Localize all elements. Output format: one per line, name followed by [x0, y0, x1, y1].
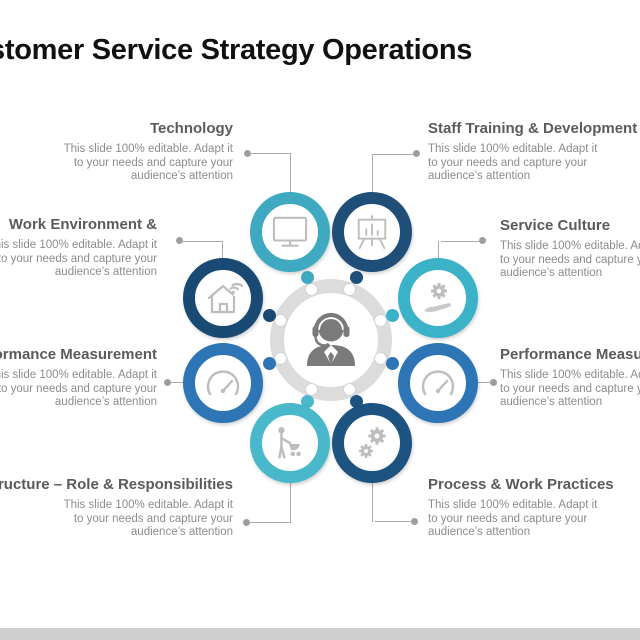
connector-line [438, 241, 439, 259]
customer-support-agent-icon [307, 311, 355, 366]
item-title-staff-training: Staff Training & Development [428, 120, 638, 137]
connector-dot [479, 237, 486, 244]
item-description: This slide 100% editable. Adapt it to yo… [0, 239, 157, 278]
connector-line [372, 154, 373, 192]
ring-bead [343, 283, 356, 296]
smart-home-icon [207, 283, 243, 314]
connector-line [375, 521, 412, 522]
connector-dot [411, 518, 418, 525]
item-description: This slide 100% editable. Adapt it to yo… [428, 143, 598, 182]
connector-dot [243, 519, 250, 526]
connector-line [183, 241, 222, 242]
gauge-icon [206, 370, 240, 396]
spoke-dot-technology [301, 271, 314, 284]
spoke-dot-service-culture [386, 309, 399, 322]
label-block-structure: Structure – Role & Responsibilities This… [0, 476, 233, 540]
item-title-process: Process & Work Practices [428, 476, 614, 493]
label-block-performance-left: Performance Measurement This slide 100% … [0, 346, 157, 410]
gears-icon [359, 427, 386, 458]
item-title-performance-left: Performance Measurement [0, 346, 157, 363]
connector-line [250, 522, 290, 523]
item-description: This slide 100% editable. Adapt it to yo… [500, 369, 640, 408]
connector-line [477, 382, 490, 383]
circle-technology [250, 192, 330, 272]
label-block-performance-right: Performance Measurement This slide 100% … [500, 346, 640, 410]
circle-staff-training [332, 192, 412, 272]
circle-performance-right [398, 343, 478, 423]
presentation-chart-icon [357, 214, 387, 250]
spoke-dot-staff-training [350, 271, 363, 284]
connector-dot [176, 237, 183, 244]
ring-bead [343, 383, 356, 396]
spoke-dot-work-environment [263, 309, 276, 322]
label-block-work-environment: & Work Environment This slide 100% edita… [0, 216, 157, 280]
circle-performance-left [183, 343, 263, 423]
item-description: This slide 100% editable. Adapt it to yo… [428, 499, 598, 538]
circle-structure [250, 403, 330, 483]
connector-dot [413, 150, 420, 157]
ring-bead [274, 314, 287, 327]
gauge-icon [421, 370, 455, 396]
connector-line [290, 483, 291, 523]
monitor-icon [272, 216, 308, 247]
connector-line [372, 154, 414, 155]
item-title-technology: Technology [149, 120, 233, 137]
item-description: This slide 100% editable. Adapt it to yo… [0, 369, 157, 408]
ring-bead [374, 314, 387, 327]
item-description: This slide 100% editable. Adapt it to yo… [500, 240, 640, 279]
spoke-dot-performance-right [386, 357, 399, 370]
item-title-structure: Structure – Role & Responsibilities [0, 476, 233, 493]
label-block-staff-training: Staff Training & Development This slide … [428, 120, 640, 184]
hand-gear-icon [424, 283, 452, 312]
connector-dot [164, 379, 171, 386]
ring-bead [305, 283, 318, 296]
center-icon-wrap [299, 308, 363, 370]
label-block-service-culture: Service Culture This slide 100% editable… [500, 217, 640, 281]
item-title-performance-right: Performance Measurement [500, 346, 640, 363]
circle-process [332, 403, 412, 483]
item-title-service-culture: Service Culture [500, 217, 611, 234]
connector-dot [490, 379, 497, 386]
circle-work-environment [183, 258, 263, 338]
family-stroller-icon [278, 426, 301, 459]
label-block-technology: Technology This slide 100% editable. Ada… [0, 120, 233, 184]
bottom-strip [0, 628, 640, 640]
connector-line [222, 241, 223, 259]
spoke-dot-performance-left [263, 357, 276, 370]
label-block-process: Process & Work Practices This slide 100%… [428, 476, 640, 540]
slide-title: Customer Service Strategy Operations [0, 34, 473, 66]
connector-line [441, 241, 480, 242]
connector-line [372, 483, 373, 522]
connector-line [250, 153, 290, 154]
circle-service-culture [398, 258, 478, 338]
connector-line [171, 382, 184, 383]
connector-line [290, 153, 291, 192]
item-description: This slide 100% editable. Adapt it to yo… [63, 499, 233, 538]
item-description: This slide 100% editable. Adapt it to yo… [63, 143, 233, 182]
connector-dot [244, 150, 251, 157]
item-title-work-environment: & Work Environment [8, 216, 157, 233]
